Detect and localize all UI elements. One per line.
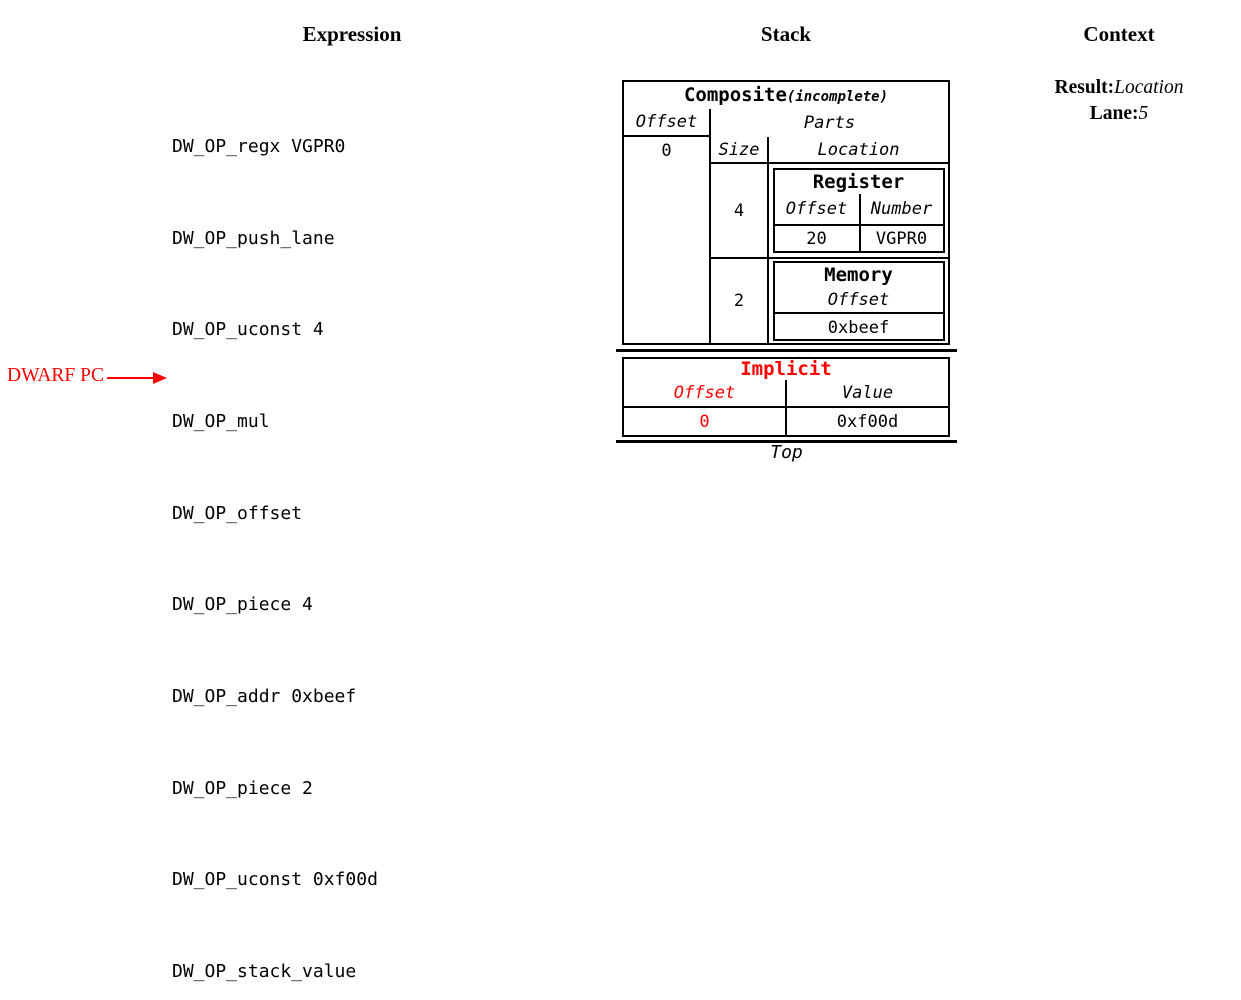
implicit-offset-header: Offset	[624, 380, 787, 406]
context-column-header: Context	[1083, 22, 1155, 46]
stack-column-header: Stack	[760, 22, 812, 46]
result-label: Result:	[1054, 77, 1115, 98]
composite-offset-column: Offset 0	[624, 109, 711, 343]
expression-list: DW_OP_regx VGPR0 DW_OP_push_lane DW_OP_u…	[172, 71, 378, 1000]
composite-parts-header: Parts	[803, 113, 856, 133]
register-offset-header: Offset	[775, 194, 861, 224]
implicit-offset-value: 0	[624, 408, 787, 435]
implicit-value-header: Value	[841, 383, 894, 403]
composite-size-header: Size	[711, 137, 769, 162]
part-size-value: 4	[711, 164, 769, 257]
expression-op: DW_OP_regx VGPR0	[172, 136, 346, 158]
expression-op: DW_OP_mul	[172, 411, 270, 433]
stack-separator	[616, 440, 957, 443]
expression-op: DW_OP_addr 0xbeef	[172, 685, 357, 707]
dwarf-pc-arrow-icon	[107, 372, 167, 384]
expression-op: DW_OP_uconst 0xf00d	[172, 869, 378, 891]
expression-op: DW_OP_uconst 4	[172, 319, 324, 341]
expression-op: DW_OP_offset	[172, 502, 303, 524]
expression-column-header: Expression	[302, 22, 402, 46]
register-offset-value: 20	[775, 226, 861, 251]
composite-part-row: 4 Register Offset Number 20 VGPR0	[711, 164, 948, 259]
stack-entry-implicit: Implicit Offset Value 0 0xf00d	[622, 357, 950, 437]
composite-part-row: 2 Memory Offset 0xbeef	[711, 259, 948, 343]
composite-location-header: Location	[817, 139, 900, 160]
expression-op: DW_OP_stack_value	[172, 960, 357, 982]
stack-separator	[616, 349, 957, 352]
composite-title: Composite(incomplete)	[624, 82, 948, 109]
dwarf-evaluation-diagram: Expression Stack Context DWARF PC DW_OP_…	[7, 22, 1229, 982]
stack-top-label: Top	[770, 442, 803, 463]
context-lane: Lane:5	[1009, 103, 1229, 125]
register-title: Register	[812, 171, 905, 193]
implicit-value-value: 0xf00d	[836, 411, 899, 432]
context-result: Result:Location	[1009, 77, 1229, 99]
composite-offset-value: 0	[661, 140, 672, 161]
memory-offset-value: 0xbeef	[827, 317, 890, 338]
lane-value: 5	[1138, 103, 1149, 124]
composite-offset-header: Offset	[624, 109, 709, 137]
register-location-table: Register Offset Number 20 VGPR0	[772, 168, 945, 253]
memory-offset-header: Offset	[774, 287, 943, 314]
memory-location-table: Memory Offset 0xbeef	[772, 261, 945, 341]
composite-parts-column: Parts Size Location 4 Register Offset Nu…	[711, 109, 948, 343]
composite-title-text: Composite	[683, 84, 787, 106]
expression-op: DW_OP_piece 2	[172, 777, 313, 799]
part-size-value: 2	[711, 259, 769, 343]
stack-entry-composite: Composite(incomplete) Offset 0 Parts Siz…	[622, 80, 950, 345]
register-number-value: VGPR0	[875, 228, 928, 249]
implicit-title: Implicit	[740, 358, 832, 380]
lane-label: Lane:	[1089, 103, 1139, 124]
register-number-header: Number	[870, 199, 933, 219]
memory-title: Memory	[824, 264, 893, 286]
result-value: Location	[1114, 77, 1184, 98]
composite-incomplete-tag: (incomplete)	[786, 89, 889, 105]
dwarf-pc-label: DWARF PC	[7, 365, 104, 386]
expression-op: DW_OP_piece 4	[172, 594, 313, 616]
expression-op: DW_OP_push_lane	[172, 227, 335, 249]
